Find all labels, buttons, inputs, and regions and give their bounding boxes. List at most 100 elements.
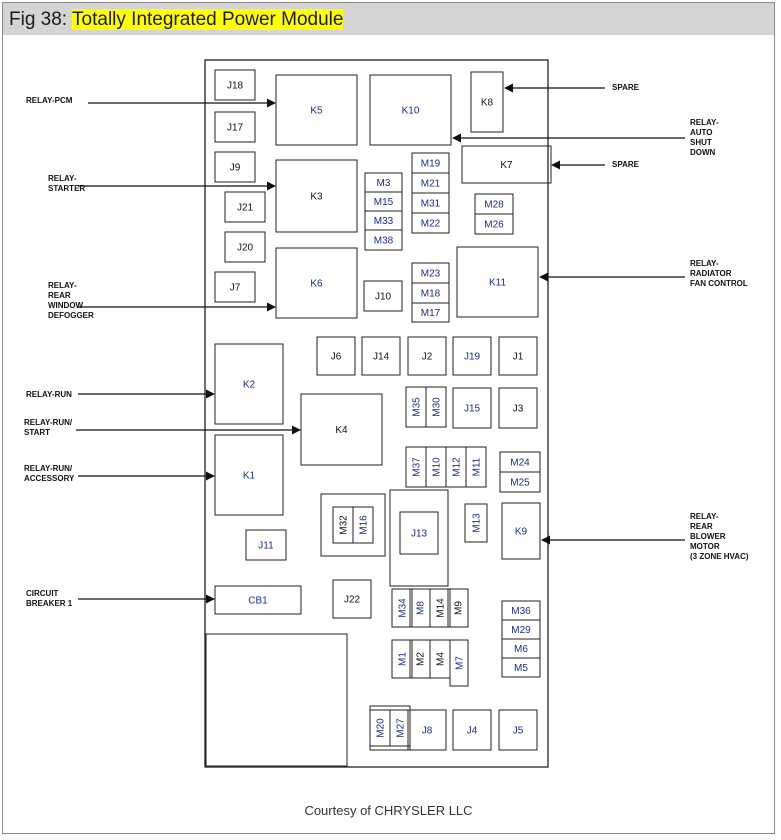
component-m14-label: M14 [436,598,447,618]
component-m3-label: M3 [377,178,391,189]
component-k11-box [456,246,539,318]
component-m7-label: M7 [455,656,466,670]
component-m17-label: M17 [421,308,441,319]
component-m22-label: M22 [421,219,441,230]
callout-label-relay-rear-blower-motor: REAR [690,522,713,531]
component-m38-label: M38 [374,236,394,247]
component-m15-label: M15 [374,197,394,208]
component-m8-label: M8 [416,601,427,615]
component-j3-label: J3 [513,404,524,415]
component-j15-label: J15 [464,404,481,415]
component-k6-box [275,247,358,319]
component-m27-label: M27 [396,718,407,738]
component-m12-label: M12 [452,457,463,477]
component-cb1-label: CB1 [248,596,268,607]
component-m16-label: M16 [359,515,370,535]
component-j9-box [214,151,256,183]
component-j19-box [452,336,492,376]
component-j20-box [224,231,266,263]
component-k1-label: K1 [243,471,256,482]
component-k8-box [470,71,504,133]
component-j2-box [407,336,447,376]
component-m13-box [464,503,488,543]
component-j15-box [452,387,492,429]
component-j5-box [498,709,538,751]
callout-label-relay-rear-window-defogger: REAR [48,291,71,300]
component-k6-label: K6 [310,279,323,290]
callout-label-relay-starter: STARTER [48,184,85,193]
component-k9-label: K9 [515,527,528,538]
callout-label-relay-radiator-fan-control: FAN CONTROL [690,279,748,288]
callout-label-circuit-breaker-1: CIRCUIT [26,589,59,598]
component-m1-label: M1 [398,652,409,666]
callout-label-relay-rear-window-defogger: WINDOW [48,301,84,310]
component-j17-label: J17 [227,123,244,134]
component-j10-label: J10 [375,292,392,303]
component-j20-label: J20 [237,243,254,254]
component-j6-box [316,336,356,376]
component-m10-label: M10 [432,457,443,477]
component-j18-box [214,69,256,101]
component-j10-box [363,280,403,312]
component-m16-box [352,506,374,544]
component-j22-label: J22 [344,595,361,606]
component-m22-box [411,212,450,234]
component-j9-label: J9 [230,163,241,174]
callout-label-circuit-breaker-1: BREAKER 1 [26,599,73,608]
component-k10-box [369,74,452,146]
component-m35-label: M35 [412,397,423,417]
component-m23-label: M23 [421,269,441,280]
component-m27-box [389,709,411,747]
callout-label-relay-rear-window-defogger: DEFOGGER [48,311,94,320]
component-m9-box [447,588,469,628]
component-m38-box [364,229,403,251]
callout-label-relay-run-accessory: RELAY-RUN/ [24,464,73,473]
component-m5-box [501,657,541,678]
component-j18-label: J18 [227,81,244,92]
component-j7-label: J7 [230,283,241,294]
figure-credit: Courtesy of CHRYSLER LLC [304,803,473,818]
component-j17-box [214,111,256,143]
callout-label-relay-run-start: RELAY-RUN/ [24,418,73,427]
component-k4-box [300,393,383,466]
component-k5-box [275,74,358,146]
component-m11-label: M11 [472,457,483,476]
module-base-block [205,633,348,767]
callout-label-relay-radiator-fan-control: RADIATOR [690,269,732,278]
component-group-outline [320,493,386,557]
component-j7-box [214,271,256,303]
component-m33-label: M33 [374,216,394,227]
component-cb1-box [214,585,302,615]
callout-label-relay-pcm: RELAY-PCM [26,96,73,105]
component-m26-box [474,213,514,235]
component-j14-label: J14 [373,352,390,363]
component-j14-box [361,336,401,376]
component-m24-label: M24 [510,458,530,469]
component-m28-label: M28 [484,200,504,211]
component-m19-label: M19 [421,159,441,170]
component-j21-box [224,191,266,223]
component-m18-label: M18 [421,289,441,300]
component-m20-label: M20 [376,718,387,738]
component-k2-box [214,343,284,425]
callout-label-relay-rear-blower-motor: (3 ZONE HVAC) [690,552,749,561]
callout-label-spare-top: SPARE [612,83,640,92]
component-k3-label: K3 [310,192,323,203]
component-m5-label: M5 [514,663,528,674]
component-j3-box [498,387,538,429]
component-m4-label: M4 [436,652,447,666]
callout-label-spare-k7: SPARE [612,160,640,169]
callout-label-relay-run-accessory: ACCESSORY [24,474,75,483]
component-j4-box [452,709,492,751]
component-j11-box [245,529,287,561]
component-m26-label: M26 [484,220,504,231]
component-m25-label: M25 [510,478,530,489]
component-m30-box [425,386,447,428]
callout-label-relay-auto-shut-down: SHUT [690,138,712,147]
component-m32-label: M32 [339,515,350,535]
component-j21-label: J21 [237,203,254,214]
figure-title: Totally Integrated Power Module [72,9,344,30]
callout-label-relay-rear-blower-motor: MOTOR [690,542,720,551]
callout-label-relay-run: RELAY-RUN [26,390,72,399]
